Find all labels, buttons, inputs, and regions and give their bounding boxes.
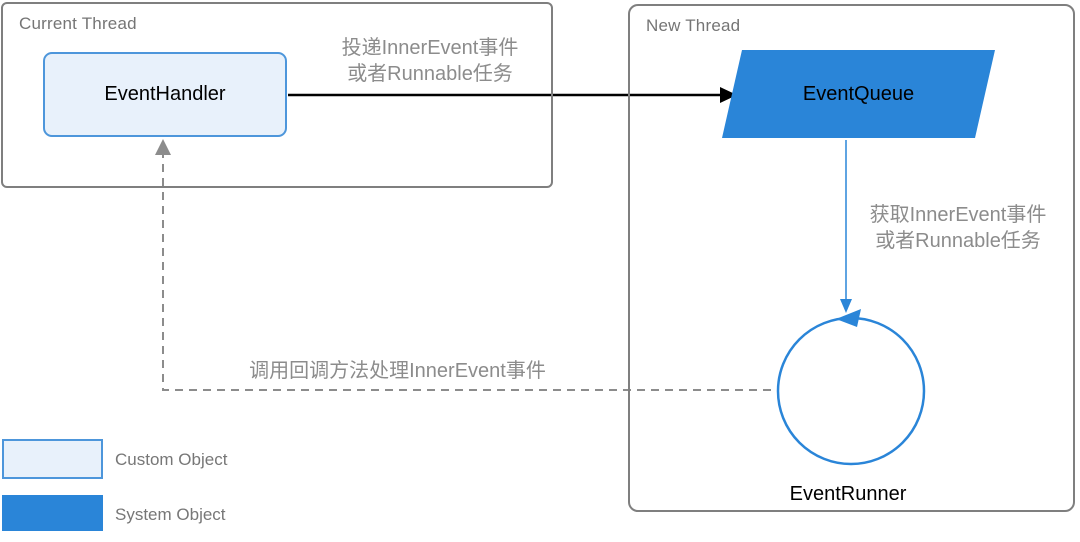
event-handler-node: EventHandler: [43, 52, 287, 137]
callback-arrowhead: [155, 139, 171, 155]
new-thread-title: New Thread: [646, 16, 741, 35]
event-handler-label: EventHandler: [104, 83, 226, 105]
event-queue-shape: [722, 50, 995, 138]
legend-label-system-object: System Object: [115, 505, 226, 524]
fetch-event-caption: 获取InnerEvent事件 或者Runnable任务: [852, 202, 1064, 254]
legend-swatch-custom-object: [2, 439, 103, 479]
post-event-arrowhead: [720, 87, 737, 103]
post-event-caption: 投递InnerEvent事件 或者Runnable任务: [330, 35, 530, 87]
new-thread-container: New Thread: [628, 4, 1075, 512]
legend-swatch-system-object: [2, 495, 103, 531]
post-event-caption-line2: 或者Runnable任务: [347, 63, 513, 85]
current-thread-container: Current Thread: [1, 2, 553, 188]
fetch-event-caption-line1: 获取InnerEvent事件: [869, 204, 1047, 226]
current-thread-title: Current Thread: [19, 14, 137, 33]
callback-dashed-path: [162, 150, 776, 391]
fetch-event-caption-line2: 或者Runnable任务: [875, 230, 1041, 252]
event-runner-loop-arrowhead: [836, 309, 861, 327]
event-runner-label: EventRunner: [789, 483, 907, 505]
callback-caption: 调用回调方法处理InnerEvent事件: [249, 360, 546, 382]
legend-label-custom-object: Custom Object: [115, 450, 228, 469]
post-event-caption-line1: 投递InnerEvent事件: [341, 37, 519, 59]
fetch-event-arrowhead: [840, 299, 852, 313]
